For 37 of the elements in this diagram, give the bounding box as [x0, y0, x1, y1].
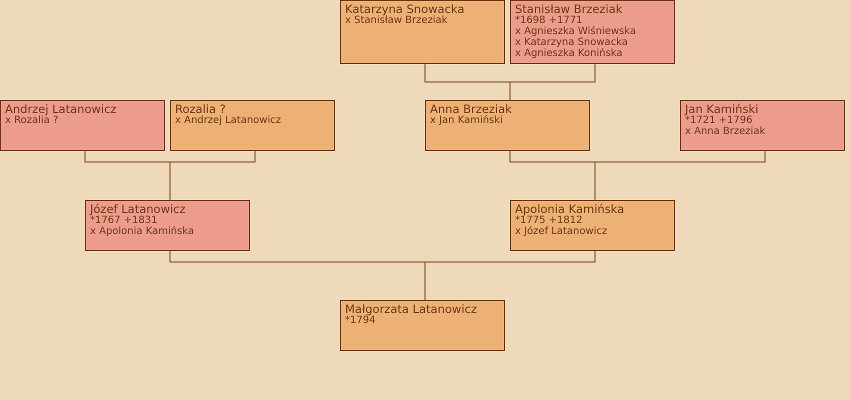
person-box — [170, 100, 335, 151]
family-line — [170, 150, 256, 200]
person-name: Rozalia ? — [175, 103, 226, 115]
person-name: Stanisław Brzeziak — [515, 3, 622, 15]
person-detail: x Rozalia ? — [5, 115, 58, 126]
person-detail: x Jan Kamiński — [430, 115, 503, 126]
person-name: Apolonia Kamińska — [515, 203, 624, 215]
family-line — [510, 64, 596, 100]
person-detail: x Agnieszka Wiśniewska — [515, 26, 636, 37]
person-box — [85, 200, 250, 251]
person-name: Józef Latanowicz — [90, 203, 186, 215]
family-line — [424, 250, 596, 300]
person-detail: x Katarzyna Snowacka — [515, 37, 628, 48]
person-box — [425, 100, 590, 151]
person-box — [510, 200, 675, 251]
person-detail: *1721 +1796 — [685, 115, 752, 126]
person-box — [340, 300, 505, 351]
person-detail: x Stanisław Brzeziak — [345, 15, 448, 26]
person-box — [340, 0, 505, 64]
person-detail: x Apolonia Kamińska — [90, 226, 194, 237]
person-name: Jan Kamiński — [685, 103, 758, 115]
person-box — [680, 100, 845, 151]
person-name: Katarzyna Snowacka — [345, 3, 464, 15]
person-detail: x Andrzej Latanowicz — [175, 115, 282, 126]
person-name: Małgorzata Latanowicz — [345, 303, 477, 315]
person-detail: *1775 +1812 — [515, 215, 582, 226]
person-name: Anna Brzeziak — [430, 103, 512, 115]
person-detail: *1767 +1831 — [90, 215, 158, 226]
person-detail: *1794 — [345, 315, 376, 326]
person-name: Andrzej Latanowicz — [5, 103, 116, 115]
person-detail: x Agnieszka Konińska — [515, 48, 623, 59]
person-box — [510, 0, 675, 64]
person-detail: x Anna Brzeziak — [685, 126, 766, 137]
person-detail: x Józef Latanowicz — [515, 226, 608, 237]
person-box — [0, 100, 165, 151]
person-detail: *1698 +1771 — [515, 15, 582, 26]
family-line — [594, 150, 766, 200]
